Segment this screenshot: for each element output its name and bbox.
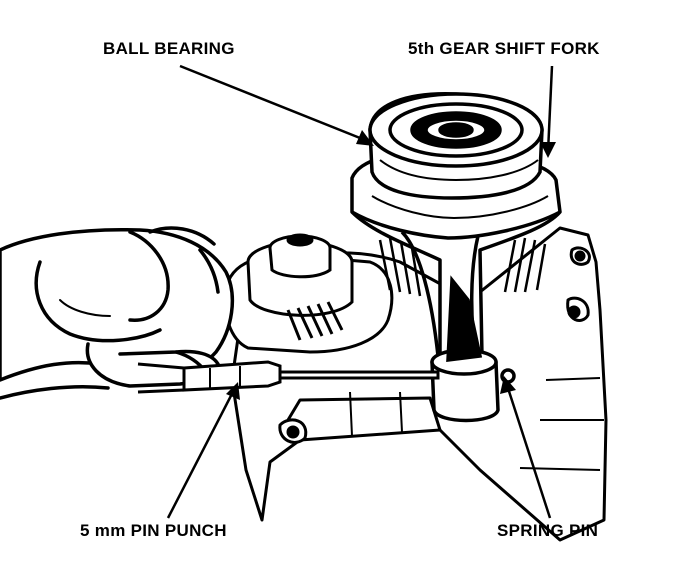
spring-pin-label: SPRING PIN xyxy=(497,521,599,540)
pin-punch-label: 5 mm PIN PUNCH xyxy=(80,521,227,540)
gear-teeth xyxy=(378,235,547,297)
ball-bearing xyxy=(368,92,544,200)
hand xyxy=(0,226,235,400)
spring-pin-boss xyxy=(430,275,516,423)
ball-bearing-label: BALL BEARING xyxy=(103,39,235,58)
shift-fork xyxy=(350,149,562,358)
leader-lines xyxy=(166,64,554,519)
pin-punch xyxy=(137,360,440,394)
gear-cover xyxy=(223,233,394,354)
arrowheads xyxy=(226,130,556,400)
shift-fork-label: 5th GEAR SHIFT FORK xyxy=(408,39,600,58)
